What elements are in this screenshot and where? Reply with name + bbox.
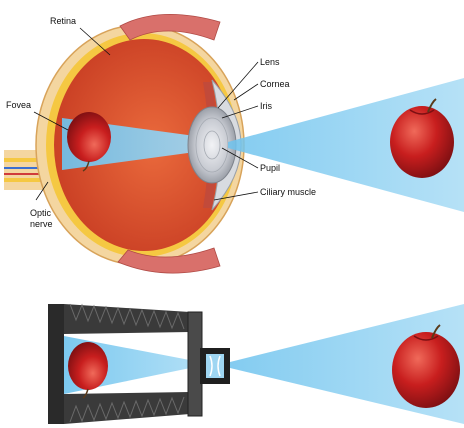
lens-board	[188, 312, 202, 416]
optic-nerve-label-line2: nerve	[30, 219, 53, 229]
optic-nerve-label-line1: Optic	[30, 208, 52, 218]
eye-diagram: Retina Fovea Optic nerve Lens Cornea Iri…	[4, 14, 464, 273]
iris-label: Iris	[260, 101, 272, 111]
fovea-label: Fovea	[6, 100, 31, 110]
ciliary-muscle-label: Ciliary muscle	[260, 187, 316, 197]
lens-label: Lens	[260, 57, 280, 67]
camera-back	[48, 304, 64, 424]
pupil-label: Pupil	[260, 163, 280, 173]
camera-diagram	[48, 304, 464, 424]
retina-label: Retina	[50, 16, 76, 26]
cornea-label: Cornea	[260, 79, 290, 89]
